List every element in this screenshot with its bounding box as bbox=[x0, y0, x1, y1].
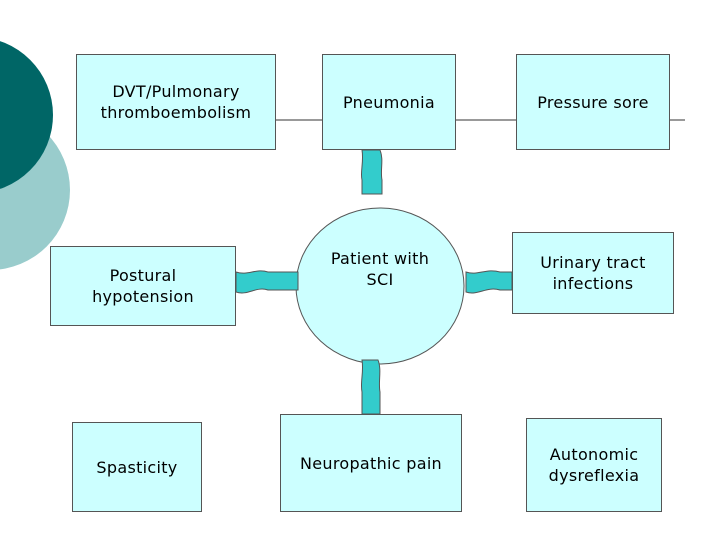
center-label: Patient with SCI bbox=[330, 249, 430, 289]
node-autonomic-dysreflexia-label: Autonomic dysreflexia bbox=[548, 445, 640, 485]
decor-dark-circle bbox=[0, 41, 53, 189]
bottom-connector bbox=[360, 359, 381, 415]
node-autonomic-dysreflexia: Autonomic dysreflexia bbox=[526, 418, 662, 512]
right-connector bbox=[465, 270, 513, 294]
node-postural-hypotension: Postural hypotension bbox=[50, 246, 236, 326]
node-dvt: DVT/Pulmonary thromboembolism bbox=[76, 54, 276, 150]
node-pressure-sore-label: Pressure sore bbox=[537, 92, 649, 112]
node-uti-label: Urinary tract infections bbox=[540, 253, 646, 293]
node-pneumonia: Pneumonia bbox=[322, 54, 456, 150]
top-connector bbox=[360, 149, 383, 195]
node-dvt-label: DVT/Pulmonary thromboembolism bbox=[100, 82, 252, 122]
node-neuropathic-pain: Neuropathic pain bbox=[280, 414, 462, 512]
node-urinary-tract-infections: Urinary tract infections bbox=[512, 232, 674, 314]
node-spasticity-label: Spasticity bbox=[96, 457, 178, 477]
node-postural-hypotension-label: Postural hypotension bbox=[92, 266, 194, 306]
node-neuropathic-pain-label: Neuropathic pain bbox=[299, 453, 443, 473]
node-pneumonia-label: Pneumonia bbox=[343, 92, 435, 112]
node-pressure-sore: Pressure sore bbox=[516, 54, 670, 150]
node-spasticity: Spasticity bbox=[72, 422, 202, 512]
left-connector bbox=[235, 270, 299, 294]
